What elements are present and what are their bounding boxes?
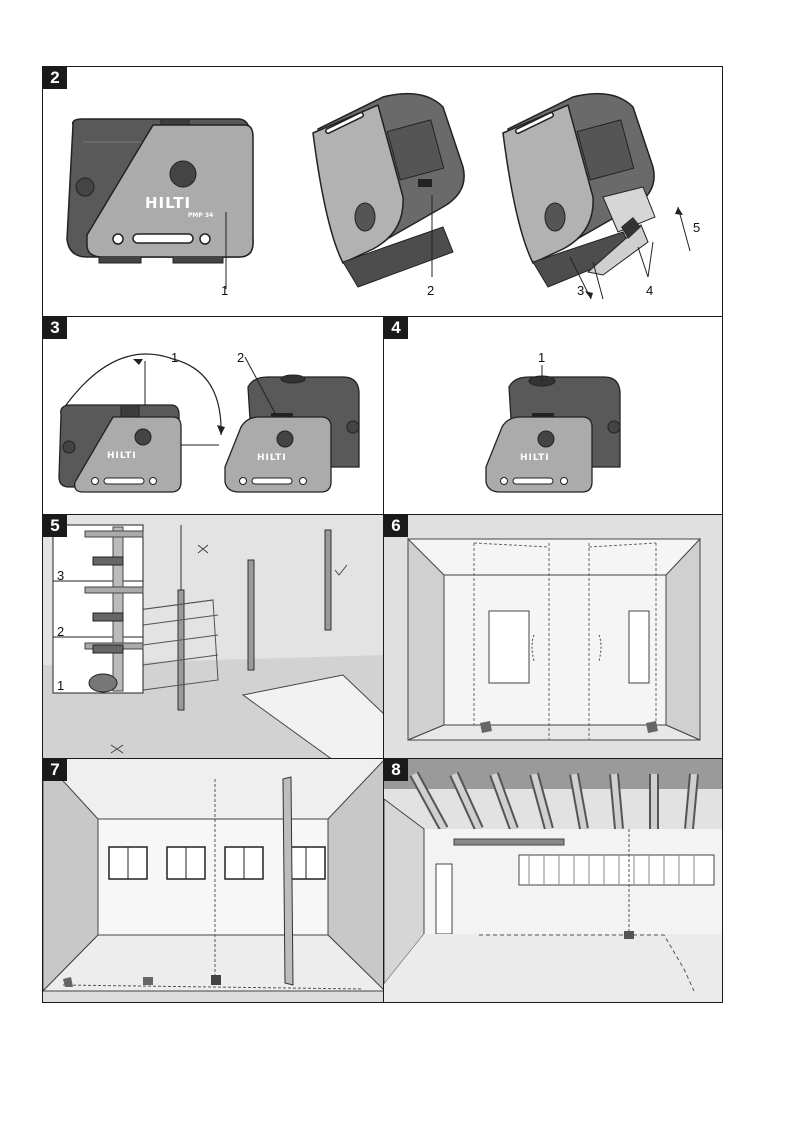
step-3-label: 3 <box>57 569 64 582</box>
figure-6: 6 <box>383 514 723 759</box>
figure-6-number: 6 <box>384 515 408 537</box>
brand-logo-right: HILTI <box>257 453 287 463</box>
callout-1: 1 <box>538 351 545 364</box>
figure-2: 2 <box>42 66 723 317</box>
figure-6-illustration <box>384 515 723 759</box>
figure-7-illustration <box>43 759 384 1003</box>
brand-logo: HILTI <box>145 194 191 212</box>
figure-8-illustration <box>384 759 723 1003</box>
figure-3: 3 HILTI HILTI 1 2 <box>42 316 384 515</box>
figure-5-illustration <box>43 515 384 759</box>
callout-4: 4 <box>646 284 653 297</box>
brand-logo-left: HILTI <box>107 451 137 461</box>
callout-3: 3 <box>577 284 584 297</box>
figure-7: 7 <box>42 758 384 1003</box>
brand-logo: HILTI <box>520 453 550 463</box>
callout-5: 5 <box>693 221 700 234</box>
model-label: PMP 34 <box>188 212 213 219</box>
callout-2: 2 <box>237 351 244 364</box>
figure-2-number: 2 <box>43 67 67 89</box>
figure-3-illustration <box>43 317 384 515</box>
callout-1: 1 <box>171 351 178 364</box>
device-bracket-view <box>503 94 690 299</box>
figure-4-number: 4 <box>384 317 408 339</box>
step-2-label: 2 <box>57 625 64 638</box>
figure-5-number: 5 <box>43 515 67 537</box>
callout-1: 1 <box>221 284 228 297</box>
figure-4: 4 HILTI 1 <box>383 316 723 515</box>
figure-8: 8 <box>383 758 723 1003</box>
figure-8-number: 8 <box>384 759 408 781</box>
callout-2: 2 <box>427 284 434 297</box>
figure-2-illustration <box>43 67 723 317</box>
device-angled-view <box>313 94 464 287</box>
step-1-label: 1 <box>57 679 64 692</box>
figure-4-illustration <box>384 317 723 515</box>
figure-5: 5 3 2 1 <box>42 514 384 759</box>
figure-7-number: 7 <box>43 759 67 781</box>
figure-3-number: 3 <box>43 317 67 339</box>
